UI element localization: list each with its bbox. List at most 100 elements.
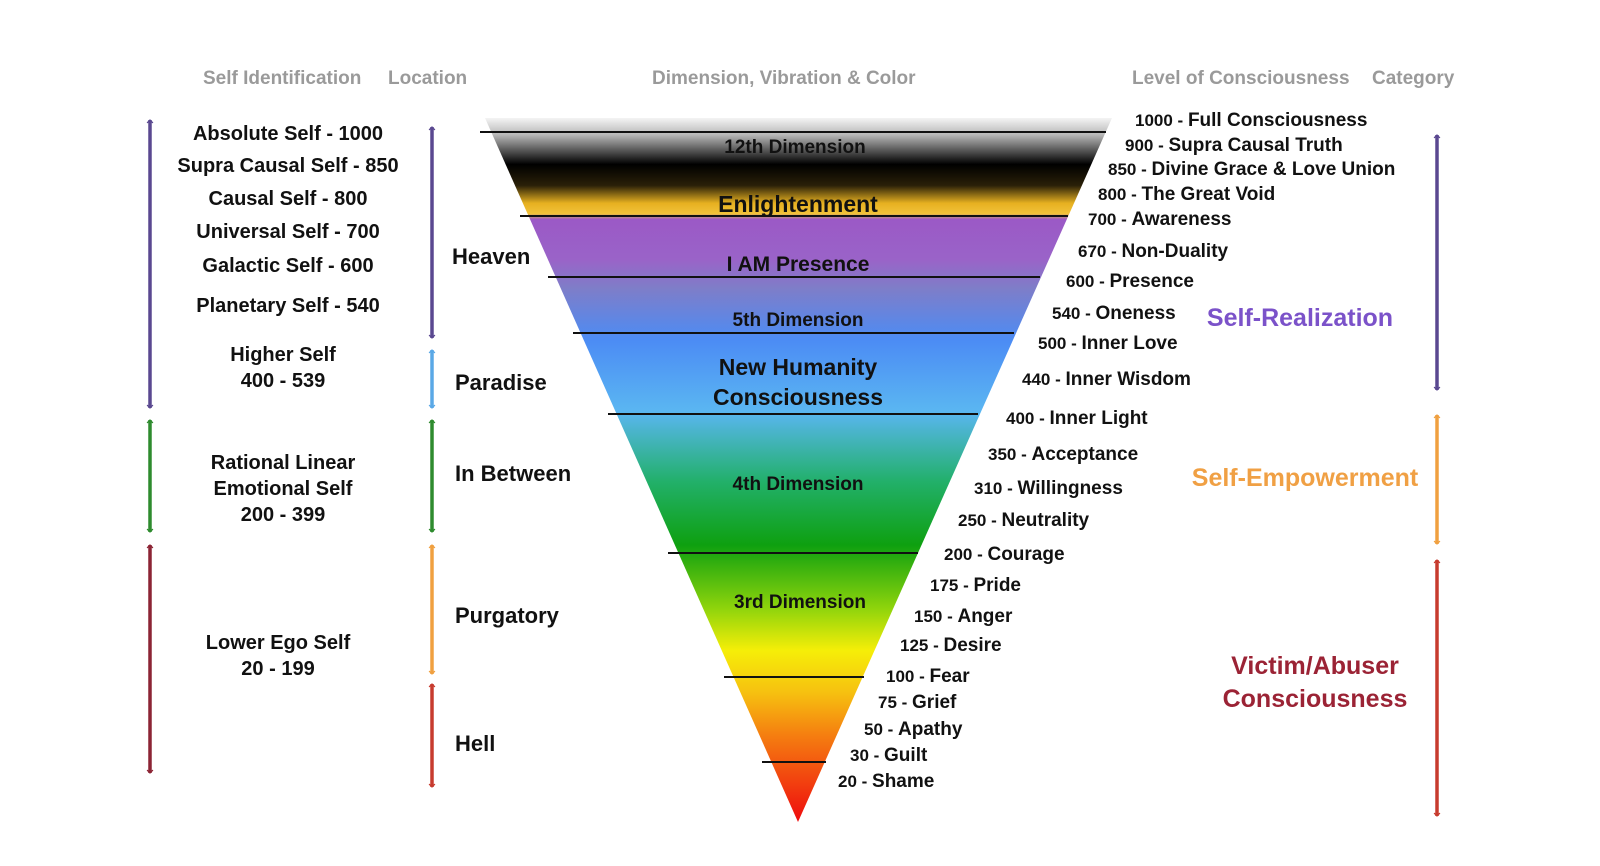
level-separator: -	[1116, 210, 1132, 229]
header-level: Level of Consciousness	[1132, 68, 1350, 89]
level-item: 400 - Inner Light	[1006, 408, 1148, 430]
header-location: Location	[388, 68, 468, 89]
level-item: 75 - Grief	[878, 692, 956, 714]
header-dimension: Dimension, Vibration & Color	[652, 68, 916, 89]
level-item: 1000 - Full Consciousness	[1135, 110, 1367, 132]
level-separator: -	[1126, 185, 1142, 204]
self-lower-ego: Lower Ego Self 20 - 199	[205, 632, 351, 680]
level-value: 540	[1052, 304, 1081, 323]
level-item: 900 - Supra Causal Truth	[1125, 135, 1343, 157]
level-item: 150 - Anger	[914, 606, 1012, 628]
category-self-realization: Self-Realization	[1206, 304, 1394, 332]
level-label: Guilt	[884, 745, 928, 766]
location-heaven: Heaven	[452, 244, 531, 269]
level-label: Inner Light	[1049, 408, 1148, 429]
header-self-identification: Self Identification	[203, 68, 362, 89]
level-value: 175	[930, 576, 959, 595]
dimension-labels: 12th Dimension Enlightenment I AM Presen…	[713, 137, 883, 613]
location-in-between: In Between	[455, 461, 572, 486]
level-label: Supra Causal Truth	[1168, 135, 1343, 156]
level-value: 75	[878, 693, 897, 712]
self-rational-linear: Rational Linear Emotional Self 200 - 399	[210, 452, 356, 526]
dimension-5th-label: 5th Dimension	[733, 310, 864, 331]
dimension-12th-label: 12th Dimension	[724, 137, 865, 158]
level-value: 600	[1066, 272, 1095, 291]
self-supra-causal: Supra Causal Self - 850	[177, 155, 399, 177]
level-label: Divine Grace & Love Union	[1151, 159, 1396, 180]
level-label: Apathy	[898, 719, 963, 740]
level-separator: -	[1002, 479, 1018, 498]
self-planetary: Planetary Self - 540	[196, 295, 380, 317]
location-hell: Hell	[455, 731, 496, 756]
level-value: 850	[1108, 160, 1137, 179]
level-label: Willingness	[1017, 478, 1123, 499]
location-paradise: Paradise	[455, 370, 547, 395]
dimension-i-am-presence-label: I AM Presence	[727, 253, 870, 276]
level-item: 850 - Divine Grace & Love Union	[1108, 159, 1395, 181]
level-separator: -	[986, 511, 1002, 530]
self-galactic: Galactic Self - 600	[202, 255, 374, 277]
level-item: 800 - The Great Void	[1098, 184, 1275, 206]
level-value: 200	[944, 545, 973, 564]
level-value: 350	[988, 445, 1017, 464]
level-item: 125 - Desire	[900, 635, 1002, 657]
level-item: 500 - Inner Love	[1038, 333, 1178, 355]
level-value: 670	[1078, 242, 1107, 261]
level-label: Full Consciousness	[1187, 110, 1368, 131]
level-label: Inner Wisdom	[1065, 369, 1191, 390]
level-value: 125	[900, 636, 929, 655]
level-value: 100	[886, 667, 915, 686]
level-label: Shame	[872, 771, 935, 792]
level-separator: -	[1050, 370, 1066, 389]
level-separator: -	[958, 576, 974, 595]
location-purgatory: Purgatory	[455, 603, 559, 628]
level-item: 50 - Apathy	[864, 719, 962, 741]
category-victim-abuser: Victim/Abuser Consciousness	[1222, 652, 1408, 713]
level-label: Pride	[973, 575, 1022, 596]
level-label: Non-Duality	[1121, 241, 1229, 262]
level-value: 150	[914, 607, 943, 626]
level-label: Courage	[987, 544, 1065, 565]
level-value: 310	[974, 479, 1003, 498]
level-label: Anger	[957, 606, 1013, 627]
level-value: 700	[1088, 210, 1117, 229]
level-item: 670 - Non-Duality	[1078, 241, 1228, 263]
level-separator: -	[928, 636, 944, 655]
level-separator: -	[882, 720, 899, 739]
level-separator: -	[942, 607, 958, 626]
level-value: 20	[838, 772, 857, 791]
level-separator: -	[1106, 242, 1122, 261]
level-item: 440 - Inner Wisdom	[1022, 369, 1191, 391]
level-separator: -	[1172, 111, 1188, 130]
self-absolute: Absolute Self - 1000	[192, 123, 384, 145]
level-separator: -	[856, 772, 873, 791]
level-label: Desire	[943, 635, 1002, 656]
level-item: 600 - Presence	[1066, 271, 1194, 293]
dimension-3rd-label: 3rd Dimension	[734, 592, 866, 613]
level-separator: -	[1066, 334, 1082, 353]
level-value: 1000	[1135, 111, 1173, 130]
band-separators	[480, 131, 1106, 763]
self-higher: Higher Self 400 - 539	[230, 344, 336, 392]
level-item: 540 - Oneness	[1052, 303, 1176, 325]
level-separator: -	[868, 746, 885, 765]
level-label: Awareness	[1131, 209, 1232, 230]
level-label: The Great Void	[1141, 184, 1276, 205]
level-separator: -	[896, 693, 913, 712]
level-item: 100 - Fear	[886, 666, 970, 688]
level-value: 250	[958, 511, 987, 530]
level-separator: -	[1153, 136, 1169, 155]
level-label: Grief	[912, 692, 957, 713]
self-causal: Causal Self - 800	[208, 188, 368, 210]
dimension-consciousness-label: Consciousness	[713, 384, 883, 410]
level-value: 800	[1098, 185, 1127, 204]
level-value: 400	[1006, 409, 1035, 428]
dimension-enlightenment-label: Enlightenment	[718, 191, 878, 217]
level-separator: -	[1016, 445, 1032, 464]
range-arrows	[146, 119, 1441, 817]
level-separator: -	[1080, 304, 1096, 323]
level-value: 440	[1022, 370, 1051, 389]
level-item: 250 - Neutrality	[958, 510, 1089, 532]
level-item: 20 - Shame	[838, 771, 934, 793]
